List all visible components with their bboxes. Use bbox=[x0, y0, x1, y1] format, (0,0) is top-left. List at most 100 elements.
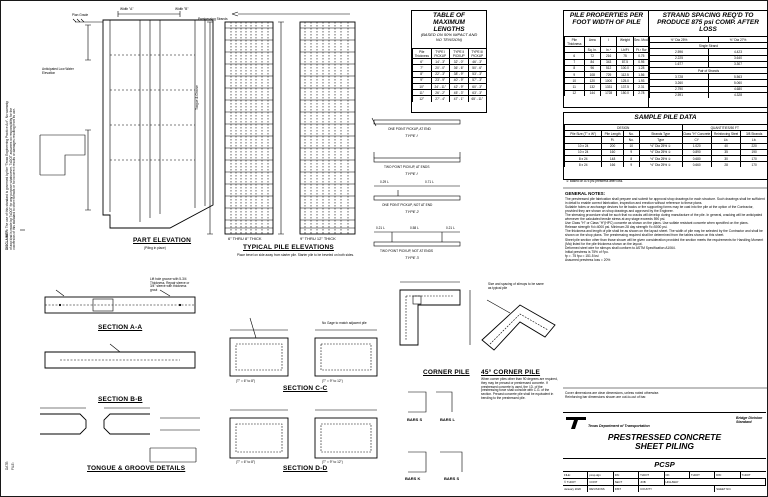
pickup-dim-4: 0.58 L bbox=[410, 226, 419, 230]
table-cell: 144 bbox=[583, 89, 600, 96]
table-header: Pile Length bbox=[601, 130, 623, 137]
pickup-4-type: TYPE 3 bbox=[405, 255, 419, 260]
section-bb-drawing bbox=[44, 343, 196, 369]
table-cell: 137.5 bbox=[616, 83, 633, 90]
date-label: DATE: bbox=[5, 460, 9, 470]
table-cell: 1.020 bbox=[681, 142, 711, 149]
pile-properties-table: PILE PROPERTIES PER FOOT WIDTH OF PILE P… bbox=[563, 10, 650, 108]
table-cell: 0.660 bbox=[681, 161, 711, 168]
table-cell: 40' - 9" bbox=[449, 76, 468, 83]
table-cell: 42' - 9" bbox=[449, 82, 468, 90]
table-header: Sec. Mod. bbox=[632, 36, 649, 47]
county-label: COUNTY bbox=[639, 485, 716, 492]
dist-label: DIST bbox=[613, 485, 640, 492]
table-cell: 8 bbox=[622, 154, 639, 162]
bars-l-label: BARS L bbox=[440, 417, 455, 422]
max-lengths-header: Pile Thickness bbox=[412, 48, 431, 59]
sample-pile-table: SAMPLE PILE DATA DESIGN QUANTITIES/50 FT… bbox=[563, 112, 768, 180]
table-cell: 4.680 bbox=[708, 85, 767, 92]
table-cell: 46' - 3" bbox=[467, 58, 486, 65]
sect-label: SECT bbox=[613, 478, 640, 485]
elev-9-12-label: 9" THRU 12" THICK bbox=[300, 236, 336, 241]
general-note: Suitable holes or anchorage devices for … bbox=[565, 205, 754, 214]
corner-45-title: 45° CORNER PILE bbox=[481, 369, 541, 376]
pickup-1-label: ONE POINT PICKUP, AT END bbox=[388, 127, 431, 131]
bevel-note: Place bevel on side away from starter pi… bbox=[237, 253, 354, 257]
table-cell: 0.890 bbox=[681, 148, 711, 155]
dw-value: TxDOT bbox=[741, 473, 751, 477]
table-cell: 27' - 4" bbox=[430, 95, 449, 102]
reinforcing-note: Reinforcing bar dimensions shown are out… bbox=[565, 395, 647, 400]
table-cell: 26' - 2" bbox=[430, 89, 449, 96]
table-cell: 11" bbox=[412, 89, 431, 96]
table-cell: 30 bbox=[710, 154, 741, 162]
pickup-4-label: TWO POINT PICKUP, NOT AT ENDS bbox=[380, 249, 434, 253]
table-cell: 32' - 0" bbox=[449, 58, 468, 65]
table-cell: 3.640 bbox=[708, 54, 767, 61]
general-note: Initial prestress is 75% of f'pu. bbox=[565, 249, 609, 254]
table-cell: 28 bbox=[710, 161, 741, 168]
table-cell: 2.596 bbox=[649, 48, 708, 55]
max-lengths-header: TYPE II PICKUP bbox=[449, 48, 468, 59]
table-unit: No. bbox=[622, 136, 639, 143]
table-cell: 5.563 bbox=[708, 73, 767, 80]
table-cell: 53' - 3" bbox=[467, 70, 486, 77]
general-notes: GENERAL NOTES: The prestressed pile fabr… bbox=[565, 191, 765, 262]
table-cell: 166 bbox=[601, 161, 623, 168]
table-cell: 14' - 3" bbox=[430, 58, 449, 65]
table-cell: 2.591 bbox=[649, 91, 708, 98]
table-cell: 11 bbox=[564, 83, 584, 90]
disclaimer-text: The use of this standard is governed by … bbox=[5, 101, 17, 250]
table-unit: Ft.³ Rw bbox=[632, 46, 649, 53]
table-cell: 9 bbox=[622, 161, 639, 168]
table-cell: 170 bbox=[740, 161, 767, 168]
table-cell: 10 x 24 bbox=[564, 148, 602, 155]
table-cell: 63' - 3" bbox=[467, 89, 486, 96]
division-name: Bridge Division Standard bbox=[736, 416, 763, 424]
general-note: Sheet pile section other than those show… bbox=[565, 237, 764, 246]
table-cell: 216 bbox=[599, 52, 617, 59]
pile-elevation-6-8 bbox=[207, 21, 274, 235]
width-a-label: Width "A" bbox=[120, 7, 134, 11]
copyright: © TxDOT bbox=[563, 478, 589, 485]
table-cell: 36' - 6" bbox=[449, 64, 468, 71]
strand-group-pair: Pair of Strands bbox=[649, 66, 767, 74]
table-cell: 0.95 bbox=[632, 58, 649, 65]
table-cell: 87.5 bbox=[616, 58, 633, 65]
elev-6-8-label: 6" THRU 8" THICK bbox=[228, 236, 262, 241]
table-cell: 100.0 bbox=[616, 64, 633, 71]
table-header: Area bbox=[583, 36, 600, 47]
table-header: Reinforcing Steel bbox=[710, 130, 741, 137]
section-cc-drawing bbox=[229, 317, 378, 377]
table-cell: 1331 bbox=[599, 83, 617, 90]
tongue-groove-drawing bbox=[40, 407, 200, 463]
table-cell: 20' - 0" bbox=[430, 64, 449, 71]
general-note: Release strength f'ci=4000 psi. Minimum … bbox=[565, 225, 668, 230]
table-unit: CY bbox=[681, 136, 711, 143]
table-cell: 10 bbox=[622, 142, 639, 149]
table-cell: 9 bbox=[622, 148, 639, 155]
table-cell: 1.56 bbox=[632, 70, 649, 78]
table-cell: 132 bbox=[583, 83, 600, 90]
table-cell: 8 x 24 bbox=[564, 154, 602, 162]
table-cell: ½" Dia 25% ① bbox=[638, 148, 682, 155]
corner-pile-drawing bbox=[399, 281, 471, 346]
table-cell: 5.060 bbox=[708, 79, 767, 86]
table-cell: 2.31 bbox=[632, 83, 649, 90]
ck-label: CK: bbox=[665, 472, 690, 478]
table-cell: 6" bbox=[412, 58, 431, 65]
table-cell: 3.728 bbox=[649, 73, 708, 80]
corner-note: When corner piles other than 90 degrees … bbox=[481, 377, 558, 400]
dn-label: DN: bbox=[614, 472, 640, 478]
bar-details-drawing bbox=[408, 391, 463, 473]
highway-label: HIGHWAY bbox=[664, 478, 766, 485]
strand-group-single: Single Strand bbox=[649, 42, 767, 49]
file-label: FILE: bbox=[563, 472, 589, 478]
table-cell: 8 x 24 bbox=[564, 161, 602, 168]
table-header: I bbox=[599, 36, 617, 47]
table-cell: 4.423 bbox=[708, 48, 767, 55]
prestress-loss-note: Assumed prestress loss = 20% bbox=[565, 257, 611, 262]
pickup-dim-2: 0.71 L bbox=[425, 180, 434, 184]
table-cell: 125.0 bbox=[616, 77, 633, 84]
pickup-3-type: TYPE 2 bbox=[405, 209, 419, 214]
